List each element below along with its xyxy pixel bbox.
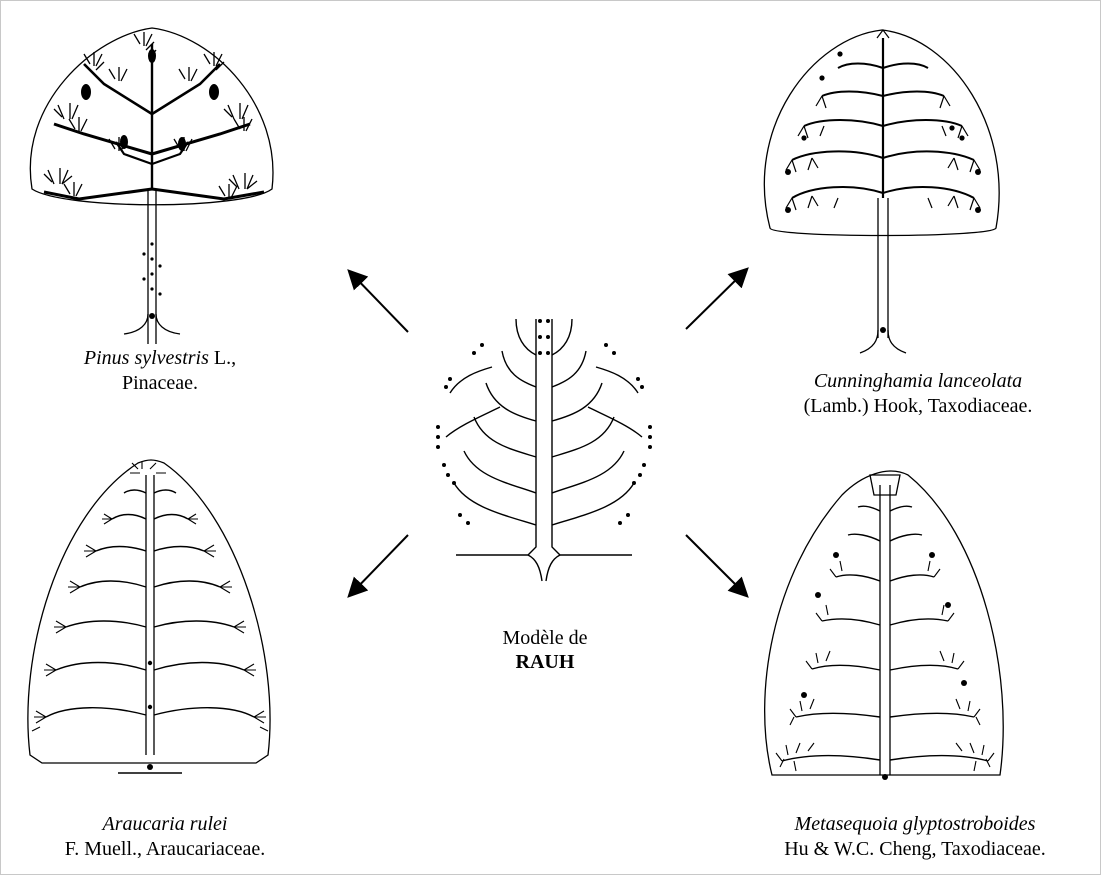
rauh-model-drawing <box>424 297 664 585</box>
metasequoia-drawing <box>752 455 1014 785</box>
arrow-to-araucaria <box>350 535 408 595</box>
cunninghamia-caption: Cunninghamia lanceolata (Lamb.) Hook, Ta… <box>748 369 1088 419</box>
pinus-author: L., <box>209 347 236 369</box>
center-caption: Modèle de RAUH <box>470 626 620 674</box>
pinus-species-name: Pinus sylvestris <box>84 347 209 369</box>
cunninghamia-species-name: Cunninghamia lanceolata <box>748 369 1088 394</box>
arrow-to-cunninghamia <box>686 270 746 329</box>
metasequoia-authority-family: Hu & W.C. Cheng, Taxodiaceae. <box>730 837 1100 862</box>
pinus-family: Pinaceae. <box>30 371 290 396</box>
araucaria-authority-family: F. Muell., Araucariaceae. <box>20 837 310 862</box>
araucaria-rulei-drawing <box>18 455 280 775</box>
arrow-to-pinus <box>350 272 408 332</box>
cunninghamia-drawing <box>752 18 1014 363</box>
metasequoia-species-name: Metasequoia glyptostroboides <box>730 812 1100 837</box>
araucaria-caption: Araucaria rulei F. Muell., Araucariaceae… <box>20 812 310 862</box>
cunninghamia-authority-family: (Lamb.) Hook, Taxodiaceae. <box>748 394 1088 419</box>
center-caption-model-name: RAUH <box>470 650 620 674</box>
pinus-caption: Pinus sylvestris L., Pinaceae. <box>30 346 290 396</box>
pinus-sylvestris-drawing <box>24 14 284 354</box>
araucaria-species-name: Araucaria rulei <box>20 812 310 837</box>
metasequoia-caption: Metasequoia glyptostroboides Hu & W.C. C… <box>730 812 1100 862</box>
center-caption-line1: Modèle de <box>470 626 620 650</box>
arrow-to-metasequoia <box>686 535 746 595</box>
